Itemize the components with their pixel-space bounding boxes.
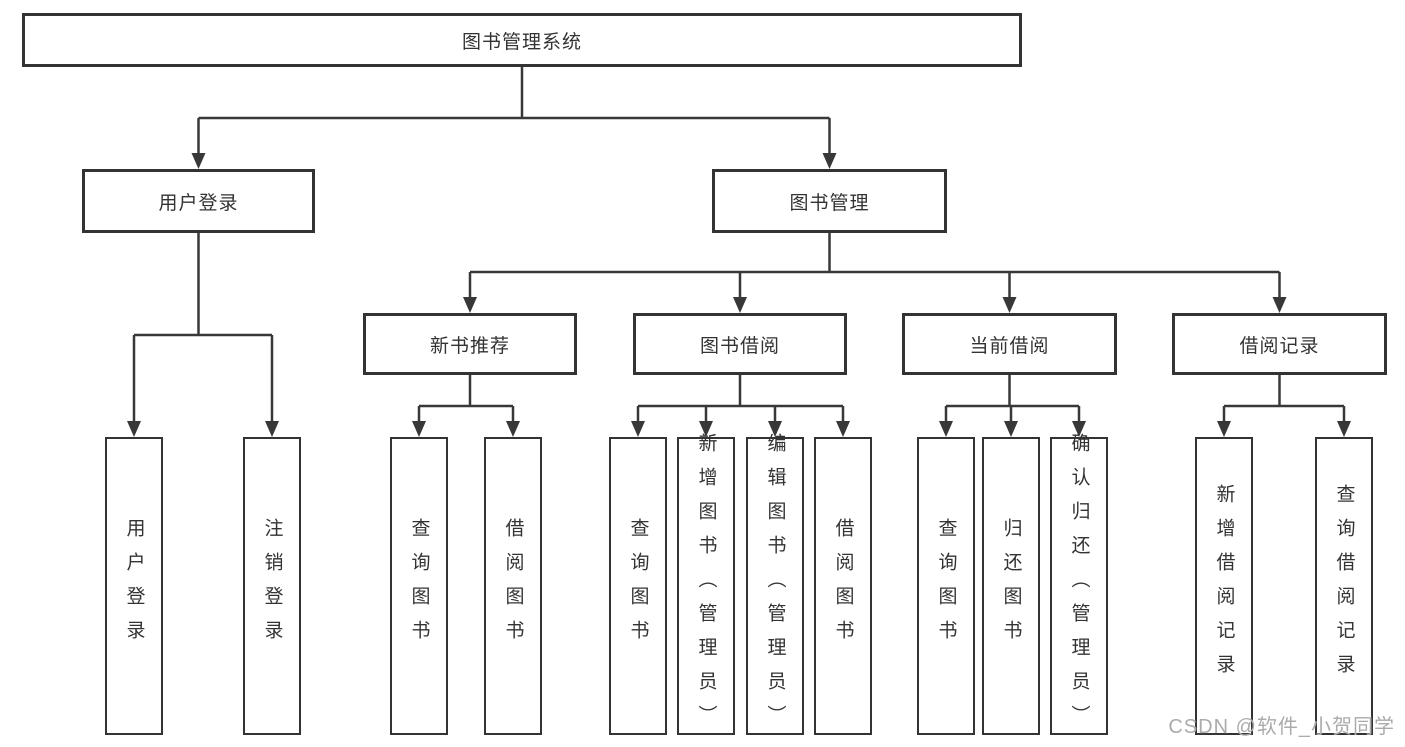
node-label: 图书管理系统 [461, 31, 582, 53]
edge-borrowrecord-to-leaves [1222, 375, 1346, 424]
node-label: 借阅图书 [832, 518, 854, 654]
node-user-login: 用户登录 [82, 169, 315, 233]
edge-bookborrow-to-leaves [636, 375, 845, 424]
leaf-logout: 注销登录 [243, 437, 301, 735]
node-book-borrowing: 图书借阅 [633, 313, 847, 375]
node-label: 查询图书 [935, 518, 957, 654]
node-label: 用户登录 [158, 192, 239, 214]
leaf-add-borrow-record: 新增借阅记录 [1195, 437, 1253, 735]
edge-root-to-level1 [197, 67, 831, 156]
leaf-user-login: 用户登录 [105, 437, 163, 735]
leaf-borrow-books-recommend: 借阅图书 [484, 437, 542, 735]
leaf-query-books-borrow: 查询图书 [609, 437, 667, 735]
node-label: 编辑图书（管理员） [764, 433, 786, 739]
leaf-query-books-recommend: 查询图书 [390, 437, 448, 735]
leaf-confirm-return-admin: 确认归还（管理员） [1050, 433, 1108, 739]
node-root-system: 图书管理系统 [22, 13, 1022, 67]
node-label: 查询图书 [627, 518, 649, 654]
node-label: 用户登录 [123, 518, 145, 654]
edge-userlogin-to-leaves [132, 233, 274, 424]
leaf-add-books-admin: 新增图书（管理员） [677, 433, 735, 739]
node-label: 查询借阅记录 [1333, 484, 1355, 688]
node-label: 确认归还（管理员） [1068, 433, 1090, 739]
node-book-management: 图书管理 [712, 169, 947, 233]
leaf-return-books: 归还图书 [982, 437, 1040, 735]
node-current-borrowing: 当前借阅 [902, 313, 1117, 375]
node-label: 新增借阅记录 [1213, 484, 1235, 688]
edge-currentborrow-to-leaves [944, 375, 1081, 424]
edge-bookmgmt-to-level2 [468, 233, 1281, 300]
edge-newbook-to-leaves [417, 375, 515, 424]
node-borrowing-records: 借阅记录 [1172, 313, 1387, 375]
node-label: 图书借阅 [699, 335, 780, 357]
leaf-borrow-books: 借阅图书 [814, 437, 872, 735]
csdn-watermark: CSDN @软件_小贺同学 [1168, 716, 1395, 738]
node-label: 借阅图书 [502, 518, 524, 654]
leaf-edit-books-admin: 编辑图书（管理员） [746, 433, 804, 739]
node-label: 新增图书（管理员） [695, 433, 717, 739]
node-label: 图书管理 [789, 192, 870, 214]
node-label: 借阅记录 [1239, 335, 1320, 357]
leaf-query-books-current: 查询图书 [917, 437, 975, 735]
node-new-book-recommend: 新书推荐 [363, 313, 577, 375]
node-label: 归还图书 [1000, 518, 1022, 654]
node-label: 查询图书 [408, 518, 430, 654]
leaf-query-borrow-record: 查询借阅记录 [1315, 437, 1373, 735]
node-label: 当前借阅 [969, 335, 1050, 357]
node-label: 新书推荐 [429, 335, 510, 357]
node-label: 注销登录 [261, 518, 283, 654]
